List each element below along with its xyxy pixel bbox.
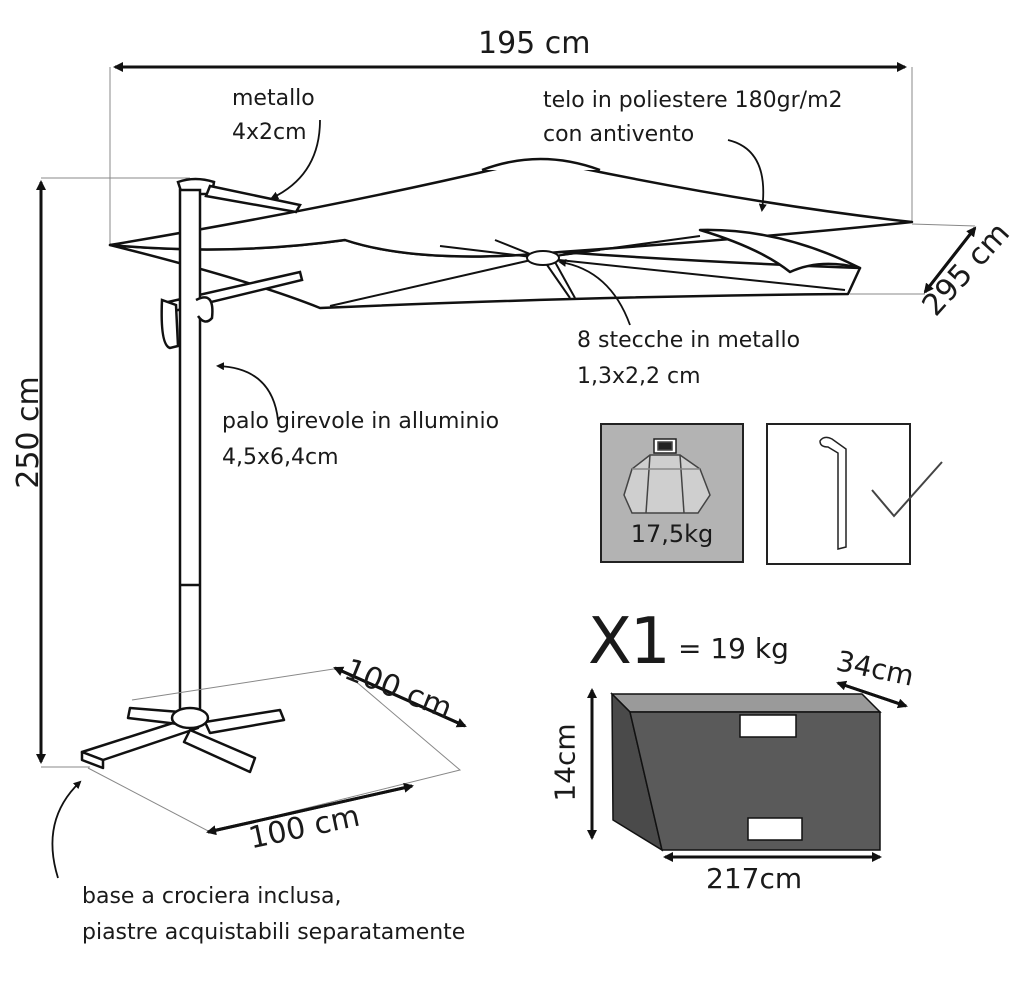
package-quantity: X1 [588, 605, 671, 679]
check-icon [871, 461, 943, 518]
base-footprint [87, 667, 462, 833]
canopy-label-line1: telo in poliestere 180gr/m2 [543, 88, 843, 113]
pole-label-line2: 4,5x6,4cm [222, 445, 339, 470]
package-box [610, 692, 882, 852]
canopy-label-line2: con antivento [543, 122, 695, 147]
frame-size-label: 4x2cm [232, 120, 307, 145]
callout-arrows [51, 119, 767, 879]
base-label-line2: piastre acquistabili separatamente [82, 920, 466, 945]
ribs [329, 235, 846, 307]
ribs-label-line1: 8 stecche in metallo [577, 328, 801, 353]
package-depth-dimension-line [836, 680, 908, 709]
depth-dimension-line [923, 226, 977, 294]
width-dimension-label: 195 cm [478, 26, 591, 61]
width-extension-lines [109, 67, 913, 245]
height-dimension-label: 250 cm [10, 376, 46, 489]
package-height-label: 14cm [548, 723, 582, 802]
frame-material-label: metallo [232, 86, 315, 111]
weight-plate-icon [623, 438, 711, 514]
package-length-label: 217cm [706, 862, 803, 895]
package-weight: = 19 kg [678, 632, 789, 665]
base-depth-dimension-line [333, 666, 467, 728]
weight-plate-label: 17,5kg [630, 520, 714, 548]
base-label-line1: base a crociera inclusa, [82, 884, 342, 909]
base-width-dimension-line [206, 782, 414, 836]
depth-extension-lines [850, 223, 976, 295]
pole-label-line1: palo girevole in alluminio [222, 409, 500, 434]
wrench-panel [766, 423, 943, 565]
weight-plate-panel: 17,5kg [600, 423, 744, 563]
cross-base [80, 706, 286, 774]
height-extension-lines [41, 177, 190, 768]
ribs-label-line2: 1,3x2,2 cm [577, 364, 701, 389]
canopy [108, 157, 914, 310]
allen-key-icon [819, 436, 847, 550]
